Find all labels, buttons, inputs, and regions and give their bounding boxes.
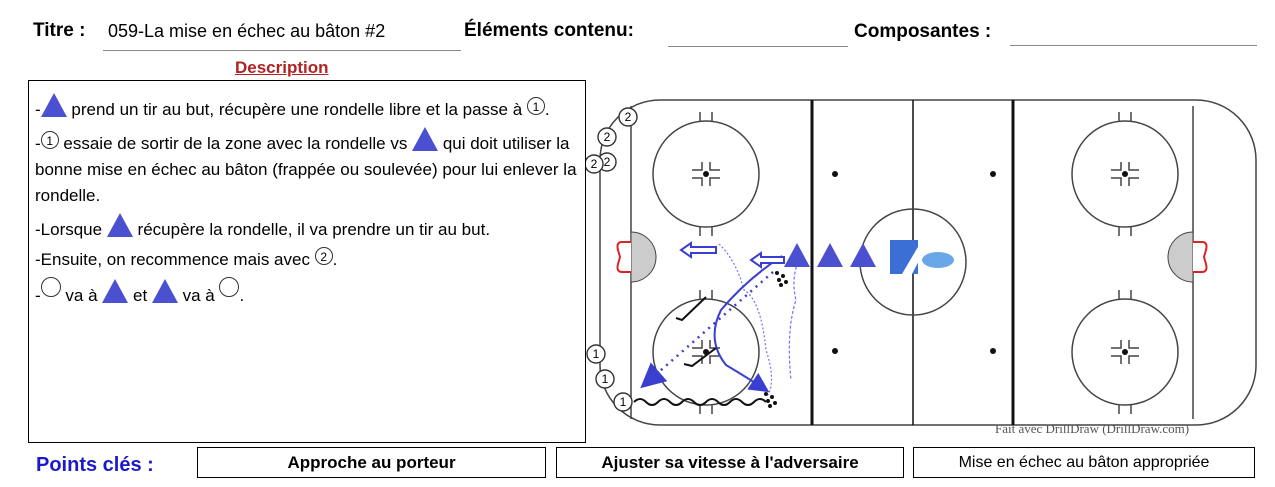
right-crease: [1167, 231, 1194, 283]
player-1-icon: 1: [586, 344, 606, 364]
elements-field[interactable]: [668, 46, 848, 47]
composantes-label: Composantes :: [854, 21, 992, 42]
player-2-icon: 2: [314, 247, 333, 265]
svg-text:2: 2: [604, 130, 611, 144]
key-points-label: Points clés :: [36, 454, 154, 476]
left-net: [616, 241, 631, 273]
svg-text:2: 2: [591, 157, 598, 171]
player-path: [713, 255, 783, 393]
faceoff-circle: [1071, 298, 1179, 406]
svg-text:2: 2: [625, 110, 632, 124]
return-path: [788, 261, 799, 381]
faceoff-circle: [652, 120, 760, 228]
rink-diagram: 2 2 2 2 1 1 1: [586, 99, 1257, 426]
hockey-stick-icon: [675, 296, 717, 368]
title-label: Titre :: [33, 20, 86, 41]
empty-player-icon: [40, 277, 61, 297]
pass-path: [640, 271, 774, 389]
center-logo: [890, 240, 954, 274]
shot-arrow-icon: [679, 241, 717, 259]
faceoff-circle: [1071, 120, 1179, 228]
description-box: - prend un tir au but, récupère une rond…: [28, 80, 586, 443]
cone-icon: [151, 279, 178, 303]
key-point-2: Ajuster sa vitesse à l'adversaire: [556, 447, 904, 478]
cone-icon: [784, 243, 876, 267]
cone-icon: [106, 213, 133, 237]
elements-label: Éléments contenu:: [464, 20, 634, 41]
desc-line-4: -Ensuite, on recommence mais avec 2.: [35, 247, 579, 273]
left-crease: [630, 231, 657, 283]
player-2-icon: 2: [597, 127, 617, 147]
player-2-icon: 2: [618, 107, 638, 127]
key-point-3: Mise en échec au bâton appropriée: [913, 447, 1255, 478]
composantes-field[interactable]: [1010, 45, 1257, 46]
svg-text:2: 2: [604, 155, 611, 169]
faceoff-circle: [652, 298, 760, 406]
desc-line-5: - va à et va à .: [35, 277, 579, 309]
description-heading: Description: [235, 58, 329, 77]
cone-icon: [412, 127, 439, 151]
svg-text:1: 1: [593, 347, 600, 361]
player-1-icon: 1: [526, 97, 545, 115]
right-net: [1193, 241, 1208, 273]
player-1-icon: 1: [40, 131, 59, 149]
shot-arrow-icon: [749, 251, 785, 269]
title-underline: [103, 50, 461, 51]
cone-icon: [40, 93, 67, 117]
desc-line-3: -Lorsque récupère la rondelle, il va pre…: [35, 213, 579, 243]
svg-text:1: 1: [602, 372, 609, 386]
player-2-icon: 2: [586, 154, 604, 174]
pucks: [764, 271, 788, 408]
puck-carry-path: [633, 398, 767, 406]
key-point-1: Approche au porteur: [197, 447, 546, 478]
skate-path: [718, 243, 773, 396]
credit-text: Fait avec DrillDraw (DrillDraw.com): [995, 421, 1190, 436]
player-1-icon: 1: [613, 392, 633, 412]
cone-icon: [102, 279, 129, 303]
desc-line-2: -1 essaie de sortir de la zone avec la r…: [35, 127, 579, 209]
empty-player-icon: [219, 277, 240, 297]
player-1-icon: 1: [595, 369, 615, 389]
title-value: 059-La mise en échec au bâton #2: [108, 21, 386, 41]
svg-text:1: 1: [620, 395, 627, 409]
desc-line-1: - prend un tir au but, récupère une rond…: [35, 93, 579, 123]
